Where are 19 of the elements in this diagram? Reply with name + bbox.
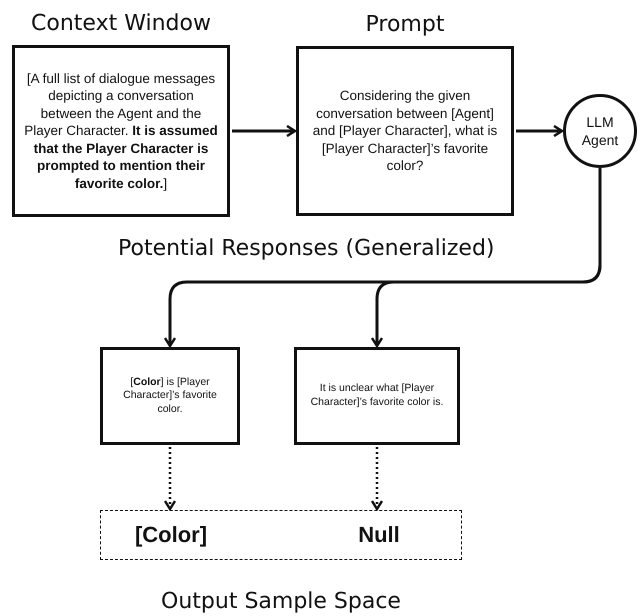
arrow	[370, 168, 602, 348]
section-heading: Prompt	[364, 12, 446, 37]
node-text: LLM Agent	[580, 112, 620, 150]
node-text: Considering the given conversation between [Agent] and [Player Character], what is [Player Character]’s favorite color?	[312, 87, 498, 175]
arrow	[164, 447, 176, 510]
arrow	[232, 124, 296, 138]
output-value: [Color]	[134, 520, 208, 549]
output-value: Null	[357, 520, 401, 549]
section-heading: Potential Responses (Generalized)	[118, 236, 495, 261]
agent-circle	[563, 94, 637, 168]
arrow	[370, 447, 384, 510]
section-heading: Output Sample Space	[160, 589, 402, 614]
response-box	[294, 347, 460, 445]
response-box	[100, 347, 240, 445]
node-text: It is unclear what [Player Character]’s favorite color is.	[310, 382, 444, 410]
node-text: [Color] is [Player Character]’s favorite color.	[122, 376, 218, 416]
node-text: [A full list of dialogue messages depicting a conversation between the Agent and the Player Character. It is assumed that the Player Character is prompted to mention their favorite color.]	[23, 70, 219, 192]
arrow	[516, 124, 564, 138]
section-heading: Context Window	[30, 11, 212, 36]
